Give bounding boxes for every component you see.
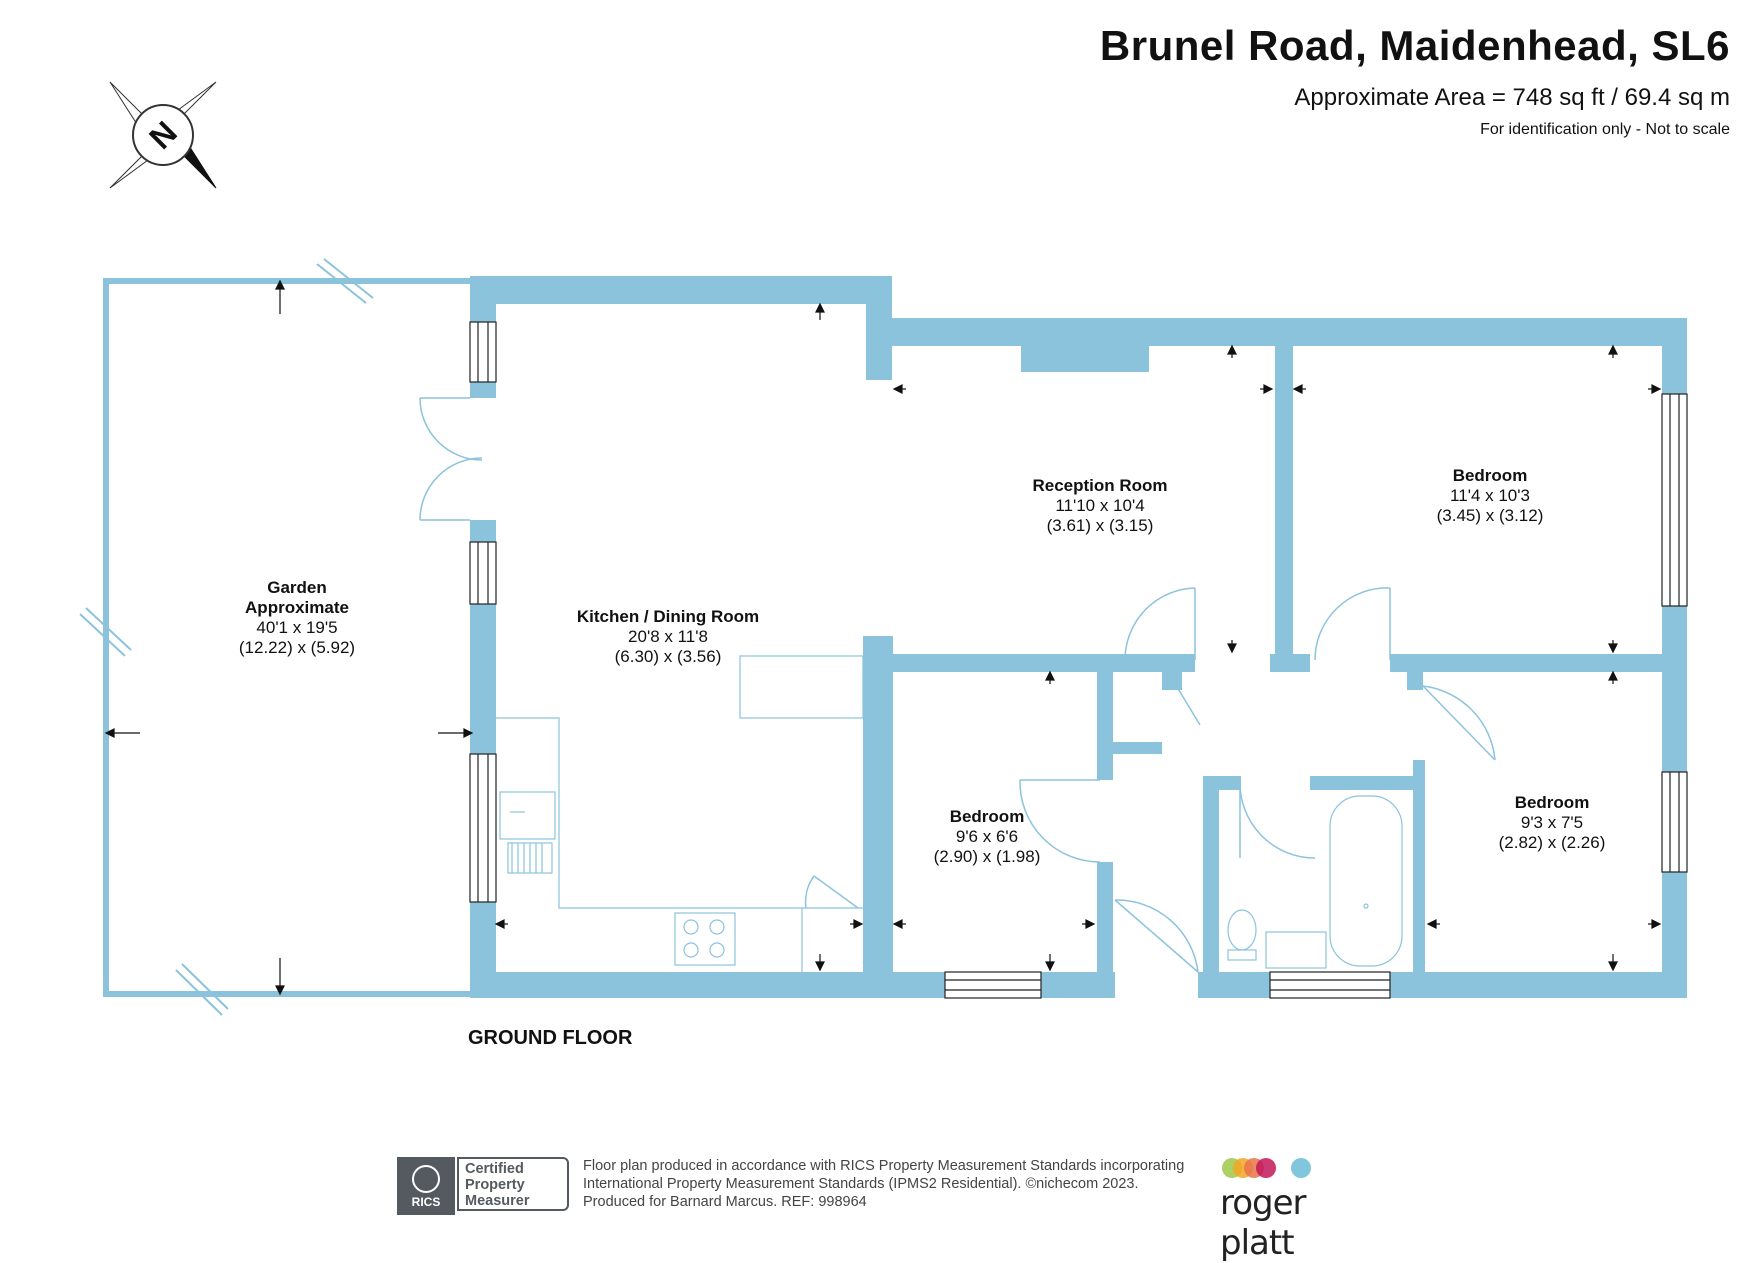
doors — [419, 397, 1496, 973]
room-dims-imperial-garden: 40'1 x 19'5 — [256, 618, 337, 637]
room-name-kitchen: Kitchen / Dining Room — [577, 607, 759, 626]
windows — [469, 321, 1688, 999]
brand-dot — [1291, 1158, 1311, 1178]
room-labels: Garden Approximate 40'1 x 19'5 (12.22) x… — [239, 466, 1606, 866]
agent-logo: roger platt — [1218, 1157, 1368, 1263]
room-dims-imperial-bedroom-2: 9'6 x 6'6 — [956, 827, 1018, 846]
compass-north-icon: N — [109, 81, 217, 189]
room-name-garden-approx: Approximate — [245, 598, 349, 617]
rics-certification: RICS Certified Property Measurer — [397, 1157, 573, 1215]
room-dims-imperial-reception: 11'10 x 10'4 — [1055, 496, 1144, 515]
room-dims-metric-reception: (3.61) x (3.15) — [1047, 516, 1154, 535]
dimension-arrows — [104, 279, 1662, 996]
footer-line: International Property Measurement Stand… — [583, 1176, 1139, 1192]
page-title: Brunel Road, Maidenhead, SL6 — [1099, 22, 1730, 69]
footer-disclaimer: Floor plan produced in accordance with R… — [583, 1157, 1184, 1211]
walls — [470, 276, 1687, 998]
brand-dot — [1256, 1158, 1276, 1178]
room-dims-metric-bedroom-1: (3.45) x (3.12) — [1437, 506, 1544, 525]
footer-line: Floor plan produced in accordance with R… — [583, 1158, 1185, 1174]
approximate-area: Approximate Area = 748 sq ft / 69.4 sq m — [1294, 84, 1730, 111]
fixtures — [496, 655, 1403, 972]
room-dims-imperial-bedroom-1: 11'4 x 10'3 — [1450, 486, 1530, 505]
room-name-bedroom-1: Bedroom — [1453, 466, 1528, 485]
rics-badge-line: Property — [465, 1177, 525, 1193]
room-dims-metric-bedroom-2: (2.90) x (1.98) — [934, 847, 1041, 866]
garden-outline — [79, 258, 470, 1016]
rics-logo-text: RICS — [411, 1195, 441, 1209]
room-dims-imperial-bedroom-3: 9'3 x 7'5 — [1521, 813, 1583, 832]
floor-label: GROUND FLOOR — [468, 1027, 633, 1049]
rics-crest-icon — [412, 1165, 440, 1193]
room-name-bedroom-2: Bedroom — [950, 807, 1025, 826]
footer-line: Produced for Barnard Marcus. REF: 998964 — [583, 1194, 867, 1210]
room-name-garden: Garden — [267, 578, 327, 597]
brand-name: roger platt — [1220, 1183, 1307, 1263]
room-dims-metric-kitchen: (6.30) x (3.56) — [615, 647, 722, 666]
scale-note: For identification only - Not to scale — [1480, 121, 1730, 138]
rics-badge-line: Certified — [465, 1161, 524, 1177]
rics-badge: Certified Property Measurer — [457, 1157, 569, 1211]
room-name-reception: Reception Room — [1032, 476, 1167, 495]
brand-dots-icon — [1222, 1158, 1311, 1178]
room-name-bedroom-3: Bedroom — [1515, 793, 1590, 812]
rics-badge-line: Measurer — [465, 1193, 530, 1209]
rics-logo: RICS — [397, 1157, 455, 1215]
room-dims-metric-garden: (12.22) x (5.92) — [239, 638, 355, 657]
room-dims-metric-bedroom-3: (2.82) x (2.26) — [1499, 833, 1606, 852]
room-dims-imperial-kitchen: 20'8 x 11'8 — [628, 627, 708, 646]
